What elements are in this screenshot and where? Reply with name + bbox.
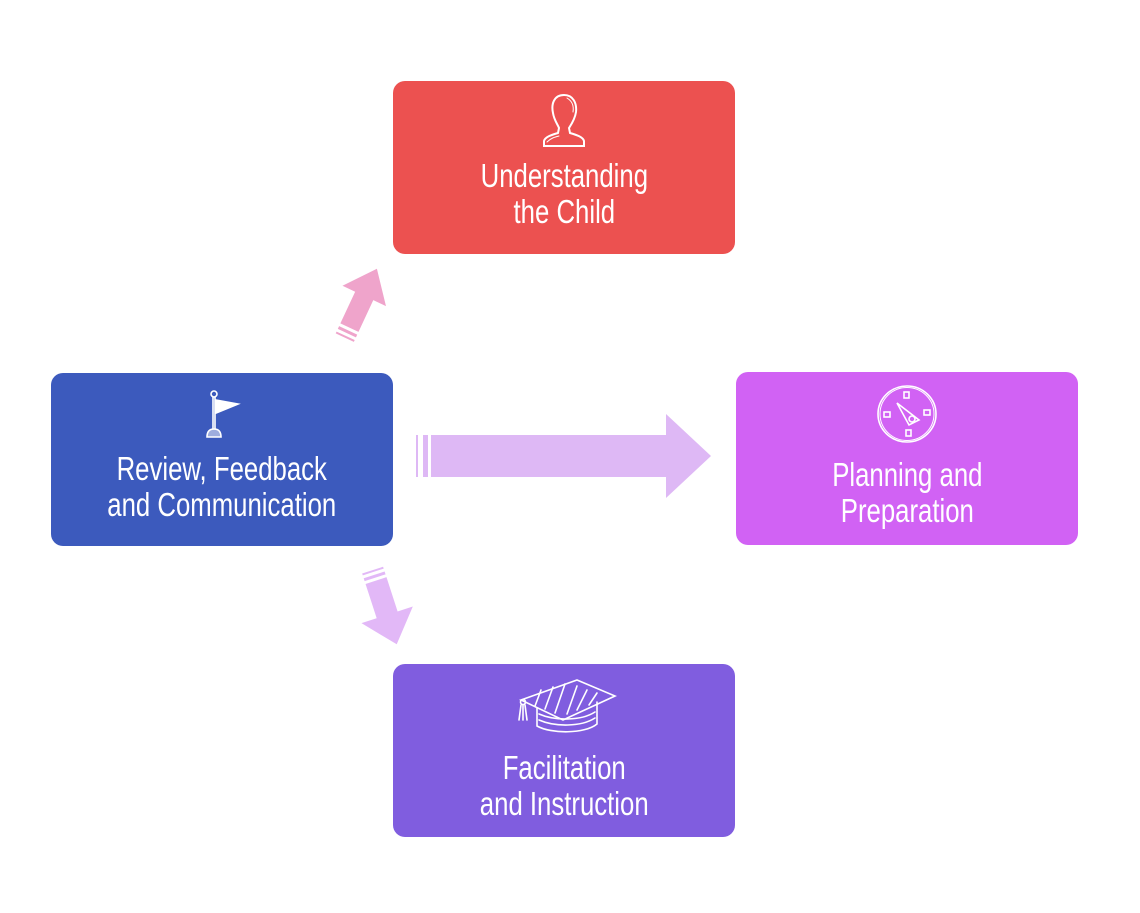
node-label-line1: Understanding <box>480 157 648 194</box>
arrow-review-to-understanding <box>335 268 386 342</box>
node-label-line1: Facilitation <box>502 749 626 786</box>
node-label-line2: and Instruction <box>479 785 649 822</box>
node-label-line2: the Child <box>513 193 615 230</box>
node-label-line2: and Communication <box>107 486 337 523</box>
node-label-line1: Review, Feedback <box>116 450 328 487</box>
node-label-line2: Preparation <box>840 492 974 529</box>
node-label: Review, Feedback and Communication <box>108 451 337 523</box>
node-planning-and-preparation: Planning and Preparation <box>736 372 1078 545</box>
node-label: Understanding the Child <box>480 158 647 230</box>
person-icon <box>543 93 585 147</box>
graduation-cap-icon <box>518 679 617 733</box>
node-review-feedback-communication: Review, Feedback and Communication <box>51 373 393 546</box>
node-understanding-the-child: Understanding the Child <box>393 81 735 254</box>
node-label: Facilitation and Instruction <box>480 750 649 822</box>
arrow-review-to-planning <box>416 414 711 498</box>
node-label-line1: Planning and <box>831 456 983 493</box>
node-facilitation-and-instruction: Facilitation and Instruction <box>393 664 735 837</box>
flag-icon <box>206 390 241 438</box>
node-label: Planning and Preparation <box>832 457 982 529</box>
arrow-review-to-facilitation <box>361 566 413 645</box>
compass-icon <box>877 385 937 443</box>
